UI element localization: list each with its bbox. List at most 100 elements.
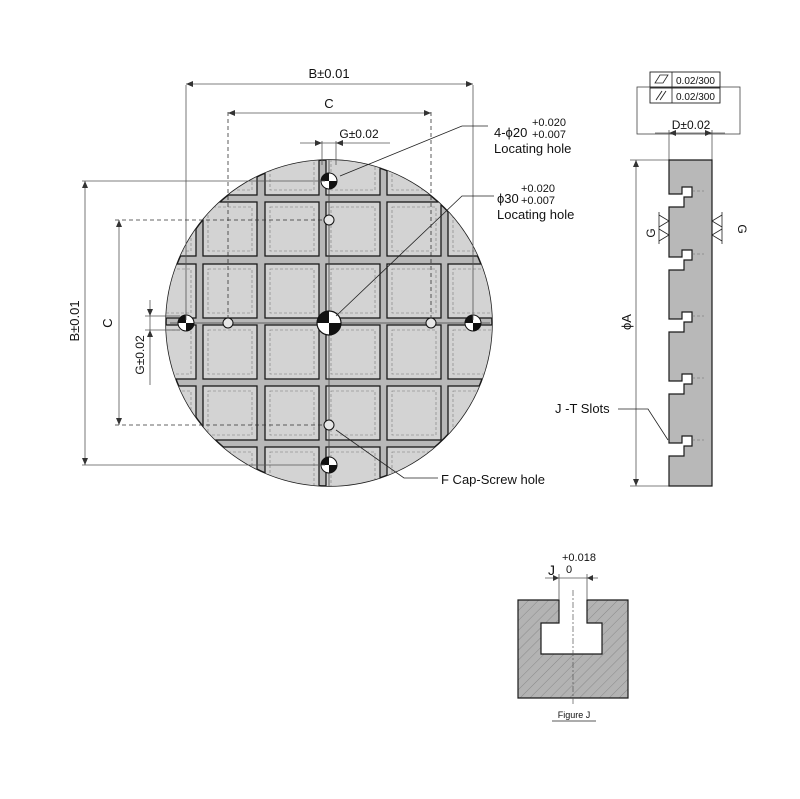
- pocket: [166, 446, 197, 486]
- parallelism-icon: [655, 90, 667, 101]
- g-top-label: G±0.02: [339, 127, 379, 141]
- pocket: [325, 201, 381, 257]
- hole30-lower-tol: +0.007: [521, 195, 555, 207]
- pocket: [202, 160, 258, 196]
- pocket: [325, 324, 381, 380]
- pocket: [264, 385, 320, 441]
- pocket: [447, 324, 492, 380]
- pocket: [202, 201, 258, 257]
- hole4-upper-tol: +0.020: [532, 117, 566, 129]
- pocket: [447, 201, 492, 257]
- pocket-inner-outline: [269, 206, 315, 252]
- c-top-label: C: [324, 96, 333, 111]
- b-left-label: B±0.01: [67, 300, 82, 341]
- figure-j: J +0.018 0 Figure J: [517, 552, 629, 722]
- pocket-inner-outline: [391, 268, 437, 314]
- pocket-inner-outline: [207, 329, 253, 375]
- j-letter: J: [548, 562, 555, 578]
- locating-hole-center: [316, 310, 342, 336]
- pocket: [166, 160, 197, 196]
- pocket: [264, 160, 320, 196]
- j-lower-tol: 0: [566, 564, 572, 576]
- pocket-inner-outline: [452, 160, 492, 191]
- pocket-inner-outline: [207, 390, 253, 436]
- pocket-inner-outline: [452, 268, 492, 314]
- j-upper-tol: +0.018: [562, 552, 596, 564]
- pocket-inner-outline: [269, 160, 315, 191]
- leader-lines: [335, 125, 494, 479]
- pocket: [386, 385, 442, 441]
- side-view: 0.02/300 0.02/300 D±0.02 ϕA: [555, 71, 749, 487]
- pocket-inner-outline: [269, 390, 315, 436]
- pocket-inner-outline: [330, 390, 376, 436]
- locating-hole-top: [320, 172, 338, 190]
- pocket-inner-outline: [207, 268, 253, 314]
- flatness-icon: [654, 74, 669, 84]
- c-left-label: C: [100, 318, 115, 327]
- pocket: [166, 385, 197, 441]
- pocket-inner-outline: [269, 329, 315, 375]
- pocket-inner-outline: [166, 451, 192, 486]
- top-dimensions: [185, 81, 474, 320]
- capscrew-label: F Cap-Screw hole: [441, 472, 545, 487]
- pocket-inner-outline: [391, 206, 437, 252]
- locating-holes: [177, 172, 482, 474]
- cap-screw-hole-top: [323, 214, 335, 226]
- g-side-right: G: [735, 224, 749, 233]
- side-plate-body: [668, 159, 713, 487]
- g-left-label: G±0.02: [133, 335, 147, 375]
- phi-a-label: ϕA: [619, 314, 634, 330]
- hole30-upper-tol: +0.020: [521, 183, 555, 195]
- pocket: [386, 263, 442, 319]
- pocket-inner-outline: [166, 160, 192, 191]
- pocket: [386, 324, 442, 380]
- pocket: [264, 201, 320, 257]
- hole4-spec: 4-ϕ20: [494, 125, 527, 140]
- pocket-inner-outline: [330, 451, 376, 486]
- hole4-name: Locating hole: [494, 141, 571, 156]
- pocket-inner-outline: [330, 268, 376, 314]
- pocket-inner-outline: [391, 329, 437, 375]
- pocket-inner-outline: [330, 329, 376, 375]
- pocket: [202, 446, 258, 486]
- cap-screw-holes: [222, 214, 437, 431]
- hole30-name: Locating hole: [497, 207, 574, 222]
- figure-j-caption: Figure J: [558, 710, 591, 720]
- t-slot-section: [517, 599, 629, 699]
- pocket: [202, 324, 258, 380]
- pocket: [386, 446, 442, 486]
- pocket-inner-outline: [207, 206, 253, 252]
- pocket: [202, 385, 258, 441]
- flatness-value: 0.02/300: [676, 76, 715, 87]
- g-side-left: G: [644, 228, 658, 237]
- parallelism-value: 0.02/300: [676, 92, 715, 103]
- pocket: [202, 263, 258, 319]
- pocket-inner-outline: [269, 451, 315, 486]
- cap-screw-hole-right: [425, 317, 437, 329]
- pocket: [166, 201, 197, 257]
- cap-screw-hole-left: [222, 317, 234, 329]
- pocket: [264, 446, 320, 486]
- pocket-inner-outline: [166, 206, 192, 252]
- pocket: [264, 263, 320, 319]
- pocket: [447, 263, 492, 319]
- pocket: [325, 263, 381, 319]
- pocket-inner-outline: [330, 206, 376, 252]
- hole4-lower-tol: +0.007: [532, 129, 566, 141]
- surface-finish-marks: [658, 212, 723, 244]
- cap-screw-hole-bottom: [323, 419, 335, 431]
- pocket: [386, 160, 442, 196]
- b-top-label: B±0.01: [308, 66, 349, 81]
- pocket: [325, 385, 381, 441]
- jt-slots-label: J -T Slots: [555, 401, 610, 416]
- pocket-inner-outline: [391, 390, 437, 436]
- pocket: [447, 385, 492, 441]
- d-dimension: D±0.02: [672, 118, 711, 132]
- left-dimensions: [82, 180, 325, 466]
- pocket-inner-outline: [269, 268, 315, 314]
- pocket: [386, 201, 442, 257]
- pocket-inner-outline: [330, 160, 376, 191]
- hole30-spec: ϕ30: [497, 191, 519, 206]
- pocket: [264, 324, 320, 380]
